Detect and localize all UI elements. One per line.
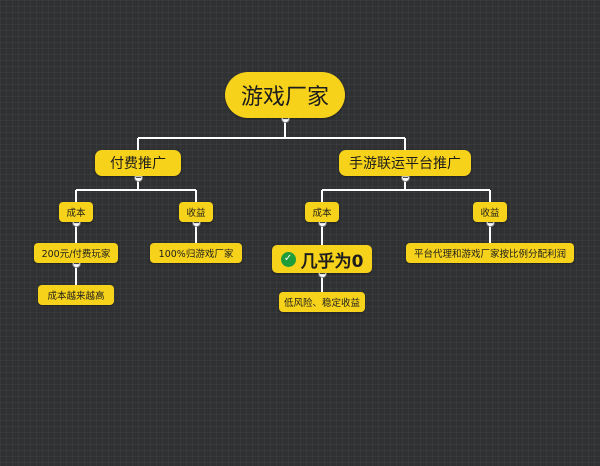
node-left-cost-detail[interactable]: 200元/付费玩家 (34, 243, 118, 263)
branch-node-paid-promotion[interactable]: 付费推广 (95, 150, 181, 176)
node-label: 成本 (312, 208, 332, 219)
node-right-revenue-detail[interactable]: 平台代理和游戏厂家按比例分配利润 (406, 243, 574, 263)
node-label: 低风险、稳定收益 (283, 298, 360, 309)
node-label: 平台代理和游戏厂家按比例分配利润 (413, 249, 566, 260)
node-label: 200元/付费玩家 (41, 249, 111, 260)
node-label: 100%归游戏厂家 (158, 249, 234, 260)
node-left-cost[interactable]: 成本 (59, 202, 93, 222)
node-label: 成本 (66, 208, 86, 219)
node-left-revenue-detail[interactable]: 100%归游戏厂家 (150, 243, 242, 263)
node-right-revenue[interactable]: 收益 (473, 202, 507, 222)
node-right-cost[interactable]: 成本 (305, 202, 339, 222)
branch-node-platform-promotion[interactable]: 手游联运平台推广 (339, 150, 471, 176)
root-node-label: 游戏厂家 (240, 85, 329, 110)
node-label: 收益 (480, 208, 500, 219)
node-label: 收益 (186, 208, 206, 219)
node-label: 几乎为0 (300, 251, 364, 272)
node-left-cost-note[interactable]: 成本越来越高 (38, 285, 114, 305)
node-right-cost-note[interactable]: 低风险、稳定收益 (279, 292, 365, 312)
branch-node-label: 付费推广 (110, 156, 166, 172)
node-label: 成本越来越高 (47, 291, 105, 302)
branch-node-label: 手游联运平台推广 (349, 156, 461, 172)
root-node[interactable]: 游戏厂家 (225, 72, 345, 118)
node-left-revenue[interactable]: 收益 (179, 202, 213, 222)
node-right-cost-detail[interactable]: ✓ 几乎为0 (272, 245, 372, 273)
check-circle-icon: ✓ (280, 251, 296, 267)
